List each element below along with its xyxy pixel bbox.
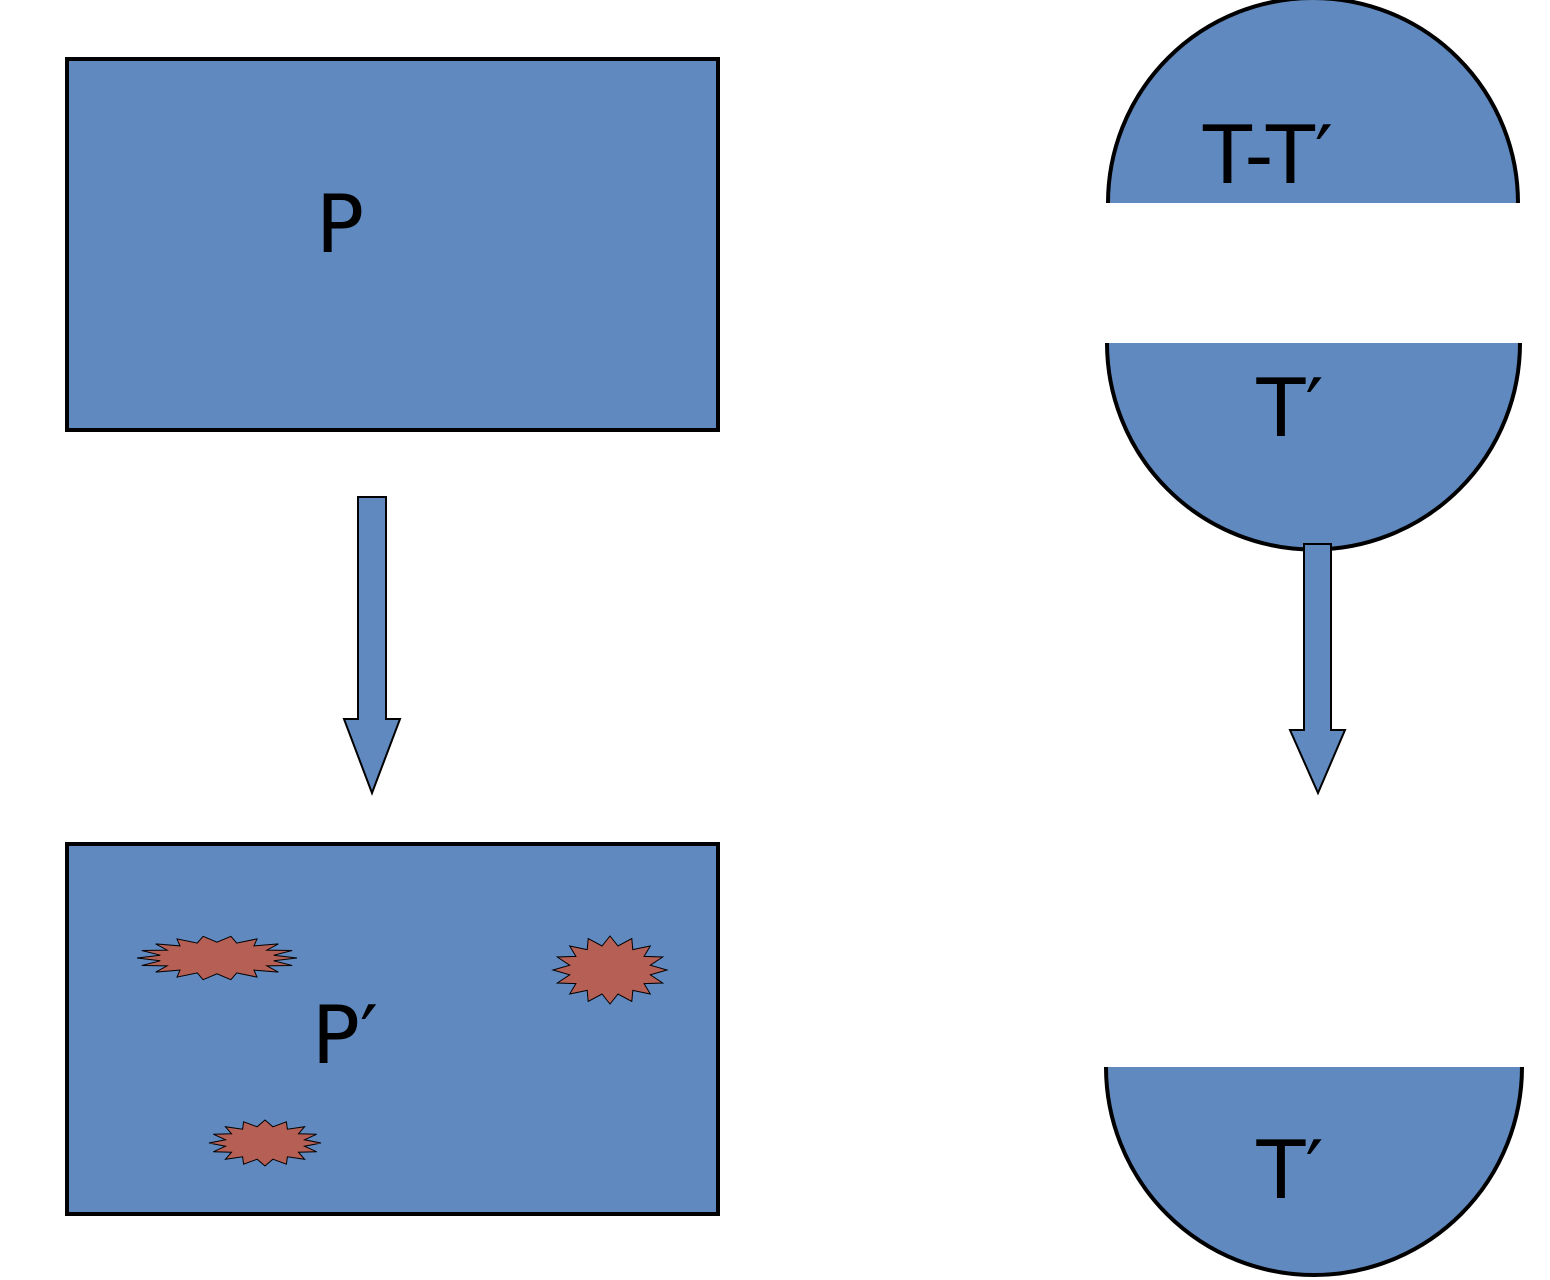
kept-tests-label: T′ [1255,362,1323,455]
fault-starburst-2 [551,935,669,1005]
removed-tests-segment [1108,0,1518,203]
removed-tests-arc [1106,0,1520,204]
kept-tests-segment [1107,343,1520,550]
program-label: P [316,178,364,271]
program-box [65,57,720,432]
fault-starburst-3 [208,1119,322,1167]
fault-starburst-1 [136,935,298,981]
fault-markers [136,935,669,1167]
modified-program-label: P′ [312,989,378,1082]
result-tests-label: T′ [1255,1124,1323,1217]
result-tests-segment [1106,1067,1522,1275]
program-transform-arrow [342,496,402,796]
modified-program-box [65,842,720,1216]
test-selection-arrow [1288,543,1347,796]
result-tests-arc [1104,1066,1524,1277]
removed-tests-label: T-T′ [1202,109,1333,202]
